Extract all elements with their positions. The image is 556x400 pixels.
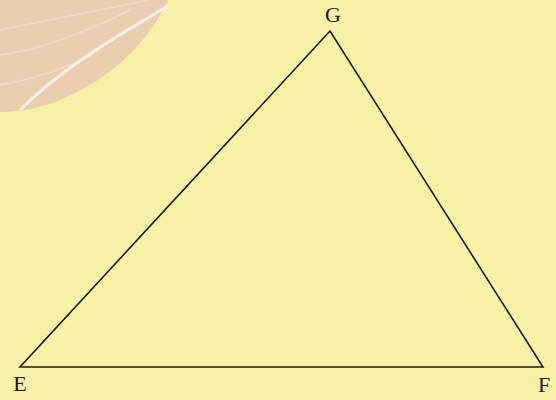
decorative-leaf bbox=[0, 0, 168, 112]
vertex-label: E bbox=[13, 373, 26, 395]
leaf-texture bbox=[0, 0, 150, 85]
leaf-vein bbox=[20, 6, 168, 110]
vertex-label: F bbox=[538, 374, 550, 396]
vertex-label: G bbox=[325, 4, 341, 26]
triangle-efg bbox=[20, 31, 543, 367]
